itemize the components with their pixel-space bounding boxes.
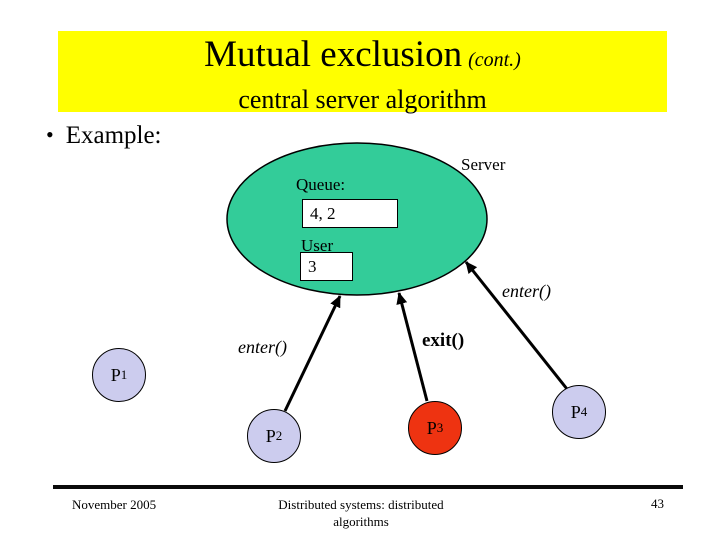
user-value-box: 3 [300, 252, 353, 281]
footer-divider [53, 485, 683, 489]
footer-course-title-line2: algorithms [333, 514, 389, 529]
process-p3-label: P [426, 417, 437, 438]
exit-message: exit() [422, 330, 465, 351]
user-value: 3 [308, 256, 317, 276]
process-p2-label: P [265, 425, 276, 446]
enter-message-left: enter() [238, 337, 287, 357]
footer-course-title-line1: Distributed systems: distributed [278, 497, 444, 512]
server-label: Server [461, 155, 506, 174]
bullet-label: Example: [65, 122, 162, 149]
queue-value-box: 4, 2 [302, 199, 398, 228]
user-label: User [301, 236, 334, 255]
page-number: 43 [651, 496, 664, 511]
enter-message-right: enter() [502, 281, 551, 301]
bullet-row: • Example: [46, 122, 162, 150]
slide-title-cont: (cont.) [468, 49, 521, 71]
bullet-icon: • [46, 122, 54, 147]
slide-subtitle: central server algorithm [238, 85, 487, 114]
process-p1-label: P [110, 364, 121, 385]
slide-title-row: Mutual exclusion(cont.) [58, 32, 667, 85]
queue-value: 4, 2 [310, 203, 336, 223]
footer-course-title: Distributed systems: distributed algorit… [251, 496, 471, 530]
queue-label: Queue: [296, 175, 346, 194]
arrow-exit-from-p3 [396, 292, 429, 402]
arrow-enter-from-p4 [464, 261, 569, 390]
title-banner: Mutual exclusion(cont.) central server a… [58, 31, 667, 114]
process-p4-label: P [570, 401, 581, 422]
arrow-enter-from-p2 [283, 295, 342, 412]
footer-date: November 2005 [72, 497, 157, 512]
slide-title: Mutual exclusion [204, 34, 463, 75]
